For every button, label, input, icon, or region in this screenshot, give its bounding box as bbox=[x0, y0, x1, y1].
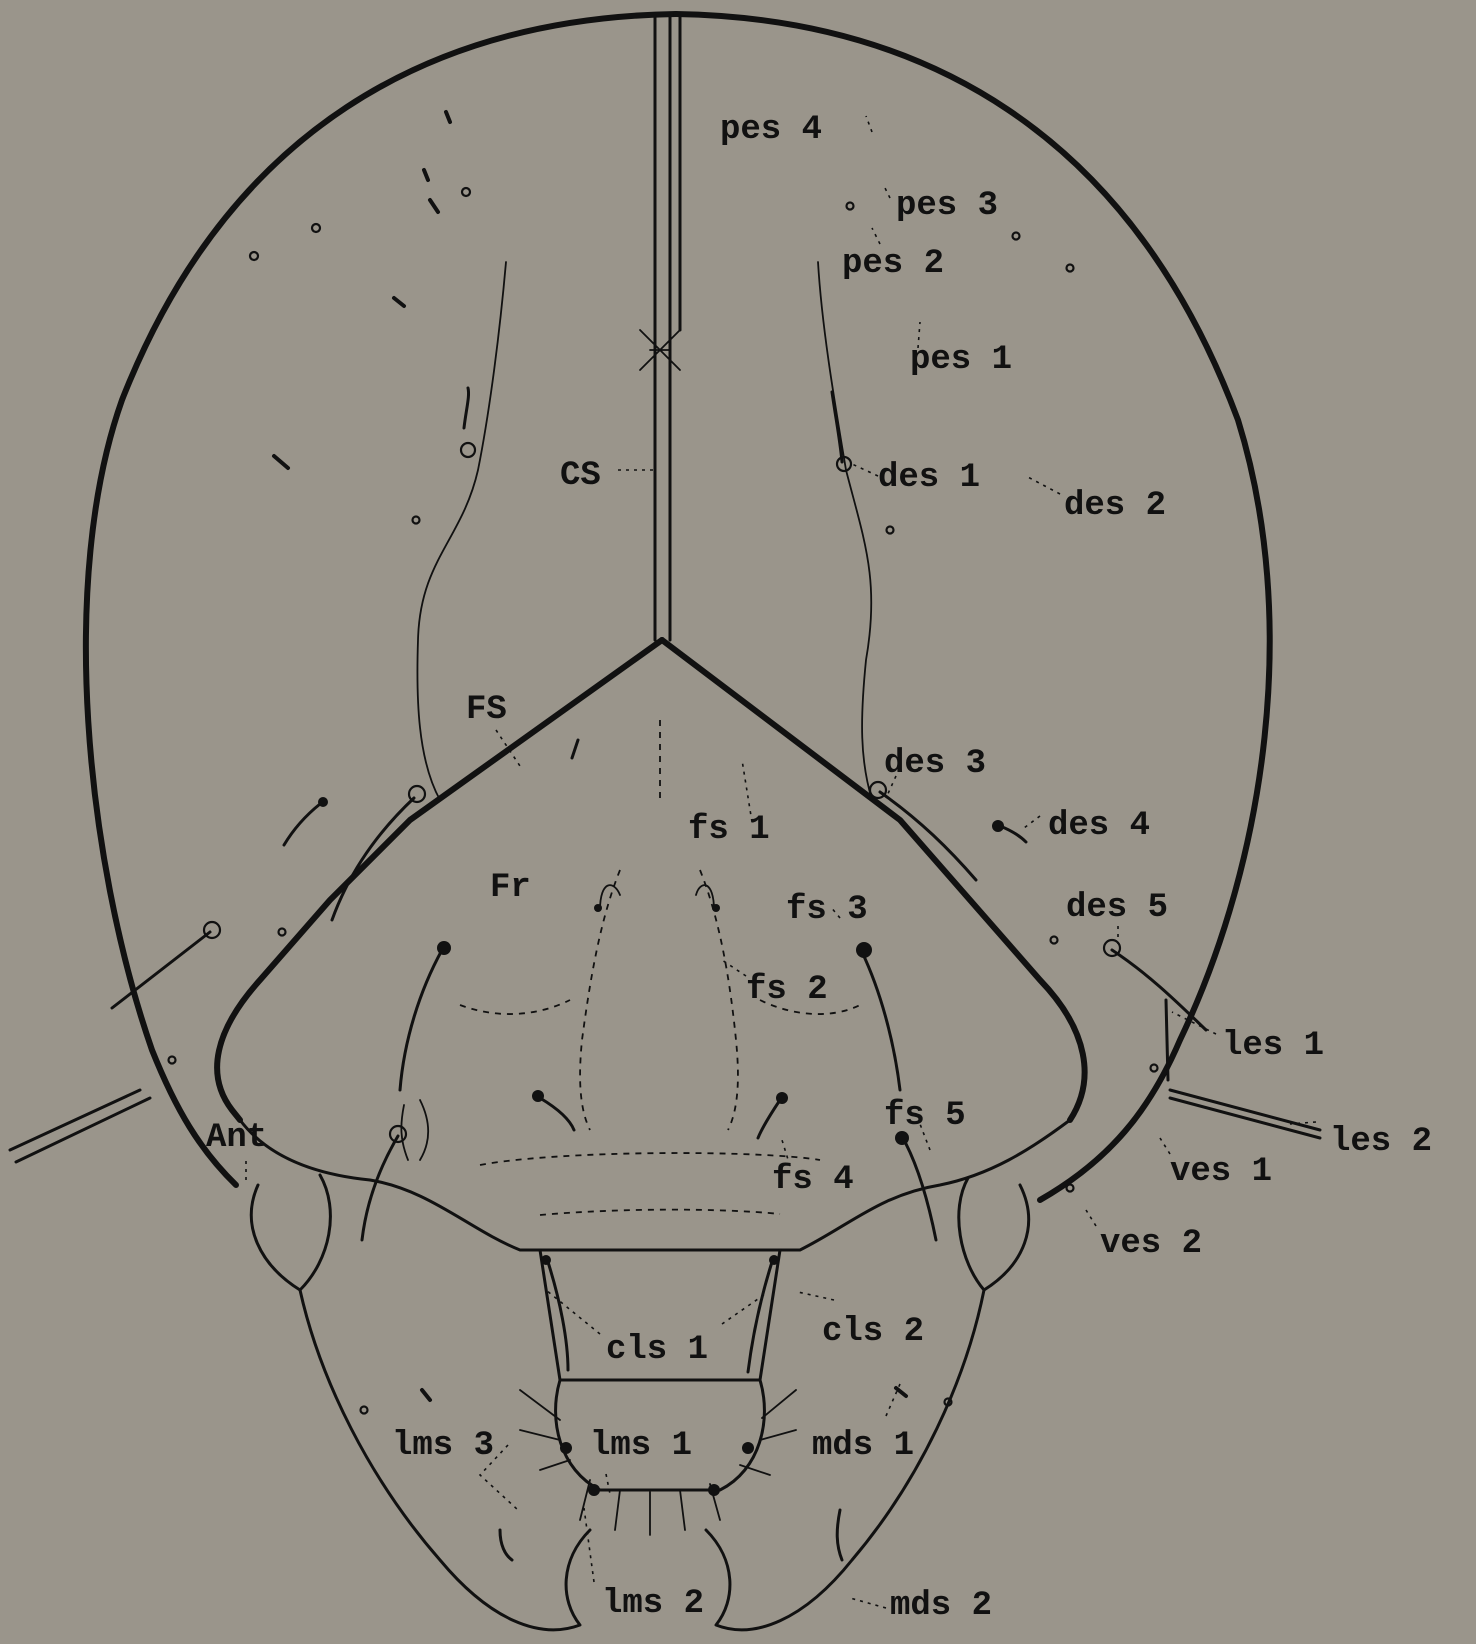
label-lms2: lms 2 bbox=[602, 1585, 704, 1623]
label-pes1: pes 1 bbox=[910, 341, 1012, 379]
label-mds2: mds 2 bbox=[890, 1587, 992, 1625]
leader-lines bbox=[246, 116, 1316, 1608]
label-fs5: fs 5 bbox=[884, 1097, 966, 1135]
label-cls1: cls 1 bbox=[606, 1331, 708, 1369]
label-ves1: ves 1 bbox=[1170, 1153, 1272, 1191]
label-ant: Ant bbox=[206, 1119, 267, 1157]
label-fr: Fr bbox=[490, 869, 531, 907]
label-cls2: cls 2 bbox=[822, 1313, 924, 1351]
label-lms3: lms 3 bbox=[392, 1427, 494, 1465]
label-des3: des 3 bbox=[884, 745, 986, 783]
label-pes3: pes 3 bbox=[896, 187, 998, 225]
label-des5: des 5 bbox=[1066, 889, 1168, 927]
label-pes2: pes 2 bbox=[842, 245, 944, 283]
frons-detail-lines bbox=[401, 720, 860, 1215]
label-fs2: fs 2 bbox=[746, 971, 828, 1009]
label-fs1: fs 1 bbox=[688, 811, 770, 849]
label-des1: des 1 bbox=[878, 459, 980, 497]
label-des4: des 4 bbox=[1048, 807, 1150, 845]
label-fs3: fs 3 bbox=[786, 891, 868, 929]
label-les1: les 1 bbox=[1222, 1027, 1324, 1065]
labels: pes 4 pes 3 pes 2 pes 1 CS des 1 des 2 F… bbox=[206, 111, 1432, 1625]
label-les2: les 2 bbox=[1330, 1123, 1432, 1161]
label-mds1: mds 1 bbox=[812, 1427, 914, 1465]
label-lms1: lms 1 bbox=[590, 1427, 692, 1465]
label-fs4: fs 4 bbox=[772, 1161, 854, 1199]
label-fs-suture: FS bbox=[466, 691, 507, 729]
label-des2: des 2 bbox=[1064, 487, 1166, 525]
label-cs: CS bbox=[560, 457, 601, 495]
label-ves2: ves 2 bbox=[1100, 1225, 1202, 1263]
label-pes4: pes 4 bbox=[720, 111, 822, 149]
